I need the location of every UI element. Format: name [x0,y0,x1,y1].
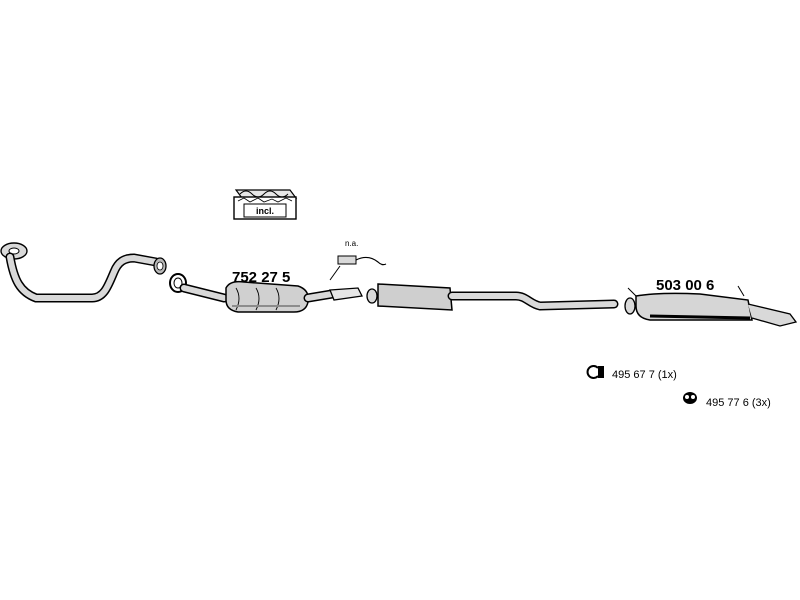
sensor-note: n.a. [345,239,358,248]
centre-silencer [366,283,619,311]
clamp-icon [586,365,604,379]
kit-box-label: incl. [256,206,274,216]
catalytic-converter [179,280,363,313]
rubber-mount-icon [683,392,697,404]
rear-silencer [624,285,798,327]
catalytic-converter-number: 752 27 5 [232,269,290,286]
gasket-icon [169,273,187,293]
front-pipe [0,242,167,303]
legend-mount-text: 495 77 6 (3x) [706,397,771,409]
lambda-sensor-icon [329,255,387,281]
rear-silencer-number: 503 00 6 [656,277,714,294]
legend-clamp-text: 495 67 7 (1x) [612,369,677,381]
kit-box-icon: incl. [233,189,298,220]
